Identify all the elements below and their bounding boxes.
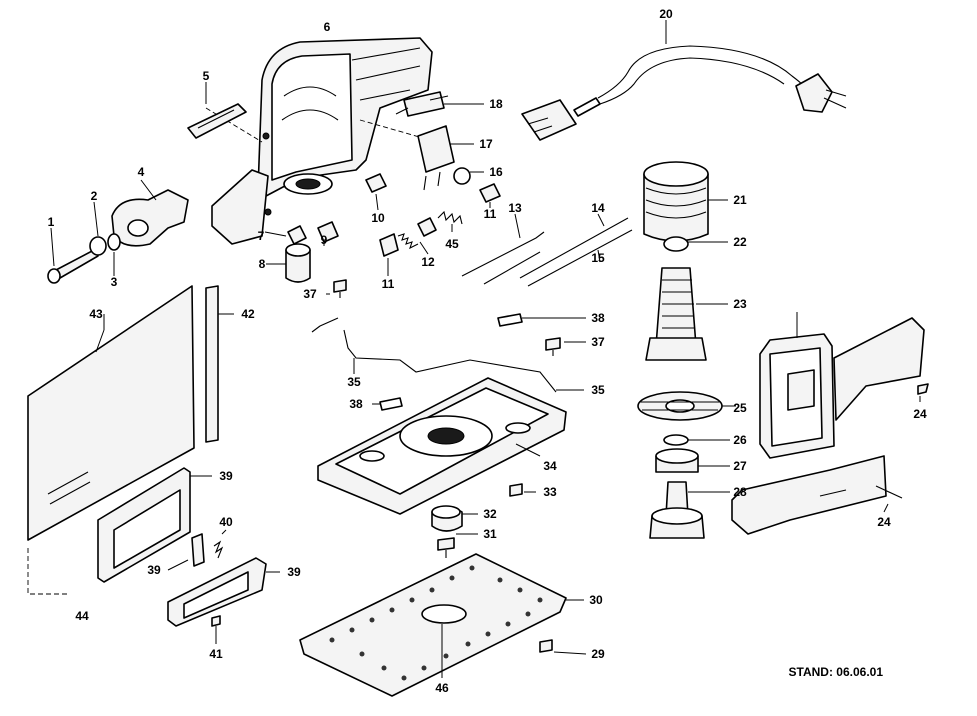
callout-24-top: 24 (913, 407, 927, 421)
callout-32: 32 (483, 507, 497, 521)
callout-46: 46 (435, 681, 449, 695)
screw-and-washers-drawing (47, 201, 121, 284)
callout-28: 28 (733, 485, 747, 499)
dust-port-drawing (97, 467, 280, 644)
knob-drawing (111, 179, 189, 247)
grip-clip-drawing (187, 82, 247, 139)
callout-44: 44 (75, 609, 89, 623)
callout-27: 27 (733, 459, 747, 473)
small-parts-drawing (264, 173, 501, 283)
callout-34: 34 (543, 459, 557, 473)
callout-9: 9 (321, 233, 328, 247)
callout-17: 17 (479, 137, 493, 151)
callout-21: 21 (733, 193, 747, 207)
callout-2: 2 (91, 189, 98, 203)
callout-37-left: 37 (303, 287, 317, 301)
callout-7: 7 (258, 229, 265, 243)
callout-25: 25 (733, 401, 747, 415)
callout-3: 3 (111, 275, 118, 289)
callout-4: 4 (138, 165, 145, 179)
callout-41: 41 (209, 647, 223, 661)
callout-35-left: 35 (347, 375, 361, 389)
callout-40: 40 (219, 515, 233, 529)
callout-35-right: 35 (591, 383, 605, 397)
housing-half-drawing (205, 37, 433, 245)
callout-43: 43 (89, 307, 103, 321)
callout-29: 29 (591, 647, 605, 661)
callout-15: 15 (591, 251, 605, 265)
callout-45: 45 (445, 237, 459, 251)
callout-37-right: 37 (591, 335, 605, 349)
callout-6-top: 6 (324, 20, 331, 34)
callout-39-mid: 39 (147, 563, 161, 577)
assembled-housing-drawing (731, 312, 929, 535)
callout-8: 8 (259, 257, 266, 271)
callout-26: 26 (733, 433, 747, 447)
callout-11-right: 11 (484, 207, 497, 221)
dust-bag-drawing (27, 285, 234, 595)
power-cord-drawing (521, 20, 847, 141)
callout-30: 30 (589, 593, 603, 607)
callout-16: 16 (489, 165, 503, 179)
callout-20: 20 (659, 7, 673, 21)
callout-39-top: 39 (219, 469, 233, 483)
callout-13: 13 (508, 201, 522, 215)
revision-stamp: STAND: 06.06.01 (789, 665, 884, 679)
callout-42: 42 (241, 307, 255, 321)
callout-12: 12 (421, 255, 435, 269)
base-plate-drawing (311, 313, 586, 515)
callout-31: 31 (483, 527, 497, 541)
callout-5: 5 (203, 69, 210, 83)
sanding-pad-drawing (299, 553, 587, 697)
callout-22: 22 (733, 235, 747, 249)
callout-33: 33 (543, 485, 557, 499)
motor-assembly-drawing (637, 161, 736, 539)
base-fasteners-drawing (326, 279, 586, 558)
switch-and-terminals-drawing (395, 91, 484, 191)
callout-14: 14 (591, 201, 605, 215)
callout-labels: 1 2 3 4 5 6 7 8 9 10 11 11 12 13 14 15 1… (48, 7, 927, 695)
callout-38-left: 38 (349, 397, 363, 411)
callout-23: 23 (733, 297, 747, 311)
callout-24-bottom: 24 (877, 515, 891, 529)
callout-18: 18 (489, 97, 503, 111)
callout-39-right: 39 (287, 565, 301, 579)
callout-10: 10 (371, 211, 385, 225)
callout-11-left: 11 (382, 277, 395, 291)
callout-38-right: 38 (591, 311, 605, 325)
callout-1: 1 (48, 215, 55, 229)
wires-drawing (461, 213, 633, 287)
